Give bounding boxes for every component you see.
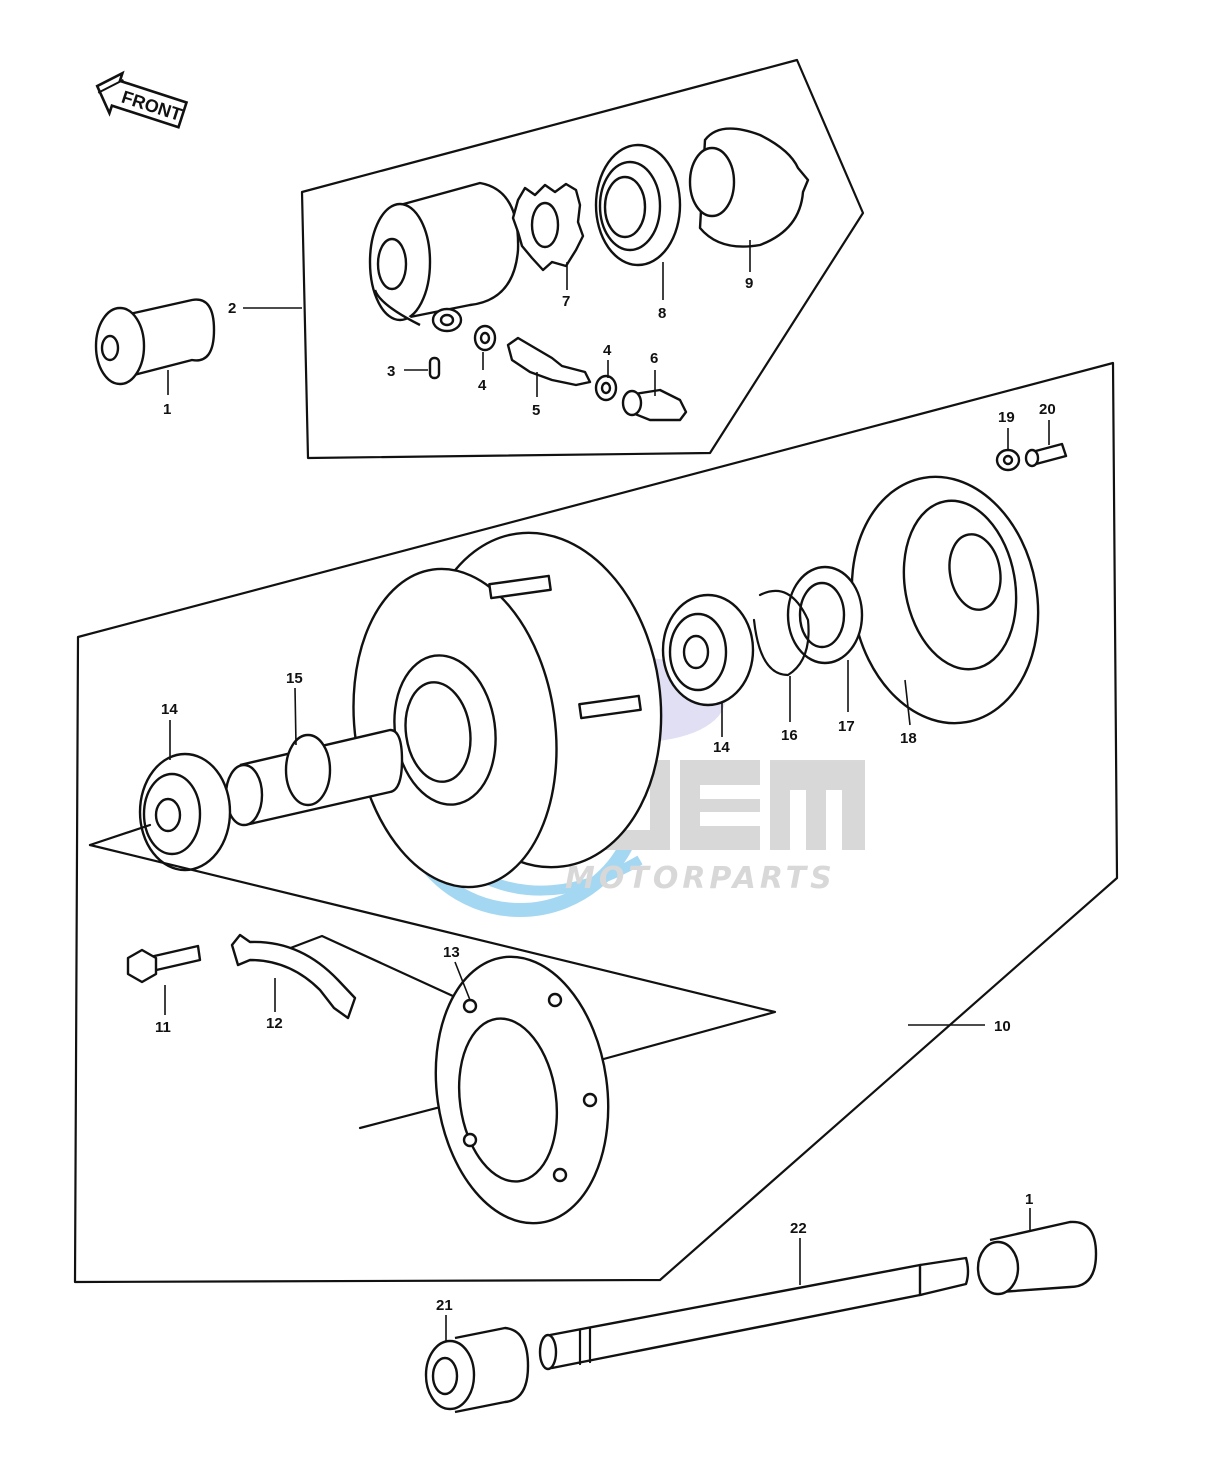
speedometer-pinion-shaft [506,336,592,387]
axle-collar [424,1326,530,1414]
callout-22: 22 [790,1220,807,1237]
explosion-line-d [278,934,468,1004]
washer-part-b-hole [600,381,612,395]
callout-2: 2 [228,300,236,317]
washer-part-a-hole [479,331,491,345]
callout-3: 3 [387,363,395,380]
spacer-collar-left [94,298,216,386]
callout-1-left: 1 [163,401,171,418]
callout-4-left: 4 [478,377,487,394]
explosion-line-b [88,843,777,1062]
washer-19-hole [1002,454,1014,466]
explosion-line-a [88,823,152,847]
callout-15: 15 [286,670,303,687]
leader-lines [164,240,1050,1342]
callout-14-right: 14 [713,739,730,756]
screw-20 [1024,442,1068,468]
callout-12: 12 [266,1015,283,1032]
callout-8: 8 [658,305,666,322]
callout-17: 17 [838,718,855,735]
callout-14-left: 14 [161,701,178,718]
hub-bearing-left [138,752,232,872]
hub-distance-collar [224,728,404,827]
group-2-outline [300,58,865,460]
callout-18: 18 [900,730,917,747]
callout-13: 13 [443,944,460,961]
callout-5: 5 [532,402,540,419]
hub-bearing-right [661,593,755,707]
spacer-collar-right [976,1220,1098,1296]
callout-1-right: 1 [1025,1191,1033,1208]
callout-6: 6 [650,350,658,367]
callout-21: 21 [436,1297,453,1314]
bushing-fitting [621,388,688,422]
callout-9: 9 [745,275,753,292]
hub-seal [786,565,864,665]
watermark-subtext: MOTORPARTS [565,861,836,896]
pin-part [428,356,441,380]
callout-11: 11 [155,1019,171,1036]
circlip [752,589,810,677]
lock-plate [230,933,357,1020]
callout-4-right: 4 [603,342,612,359]
front-arrow-icon: FRONT [95,70,189,129]
wheel-hub [352,531,663,889]
housing-bearing [594,143,682,267]
callout-20: 20 [1039,401,1056,418]
group-10-outline [73,361,1119,1284]
axle [538,1256,970,1371]
bolt-11 [126,944,202,984]
callout-19: 19 [998,409,1015,426]
callout-7: 7 [562,293,570,310]
callout-16: 16 [781,727,798,744]
hub-cover-plate [850,475,1040,725]
speedometer-gear [511,182,585,272]
speedometer-gear-housing [368,181,520,333]
housing-seal-plate [688,127,810,248]
callout-10: 10 [994,1018,1011,1035]
disc-adapter [434,955,610,1225]
